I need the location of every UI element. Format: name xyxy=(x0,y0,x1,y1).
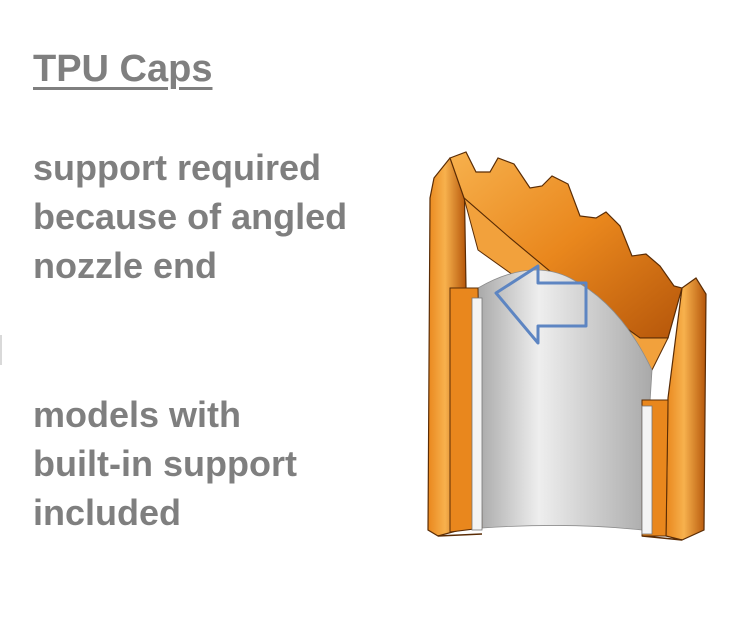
left-arrow-icon xyxy=(494,264,588,345)
edge-mark xyxy=(0,335,2,365)
tpu-cap-section-illustration xyxy=(420,138,710,548)
left-support-strip xyxy=(471,297,483,531)
slide-title: TPU Caps xyxy=(33,48,213,90)
paragraph-line: built-in support xyxy=(33,443,297,484)
paragraph-built-in-support: models with built-in support included xyxy=(33,390,297,537)
cap-bottom-edge xyxy=(437,533,683,541)
paragraph-support-required: support required because of angled nozzl… xyxy=(33,143,347,290)
paragraph-line: included xyxy=(33,492,182,533)
paragraph-line: because of angled xyxy=(33,196,348,237)
right-support-strip xyxy=(641,405,653,535)
paragraph-line: nozzle end xyxy=(33,245,218,286)
paragraph-line: models with xyxy=(33,394,242,435)
paragraph-line: support required xyxy=(33,147,322,188)
